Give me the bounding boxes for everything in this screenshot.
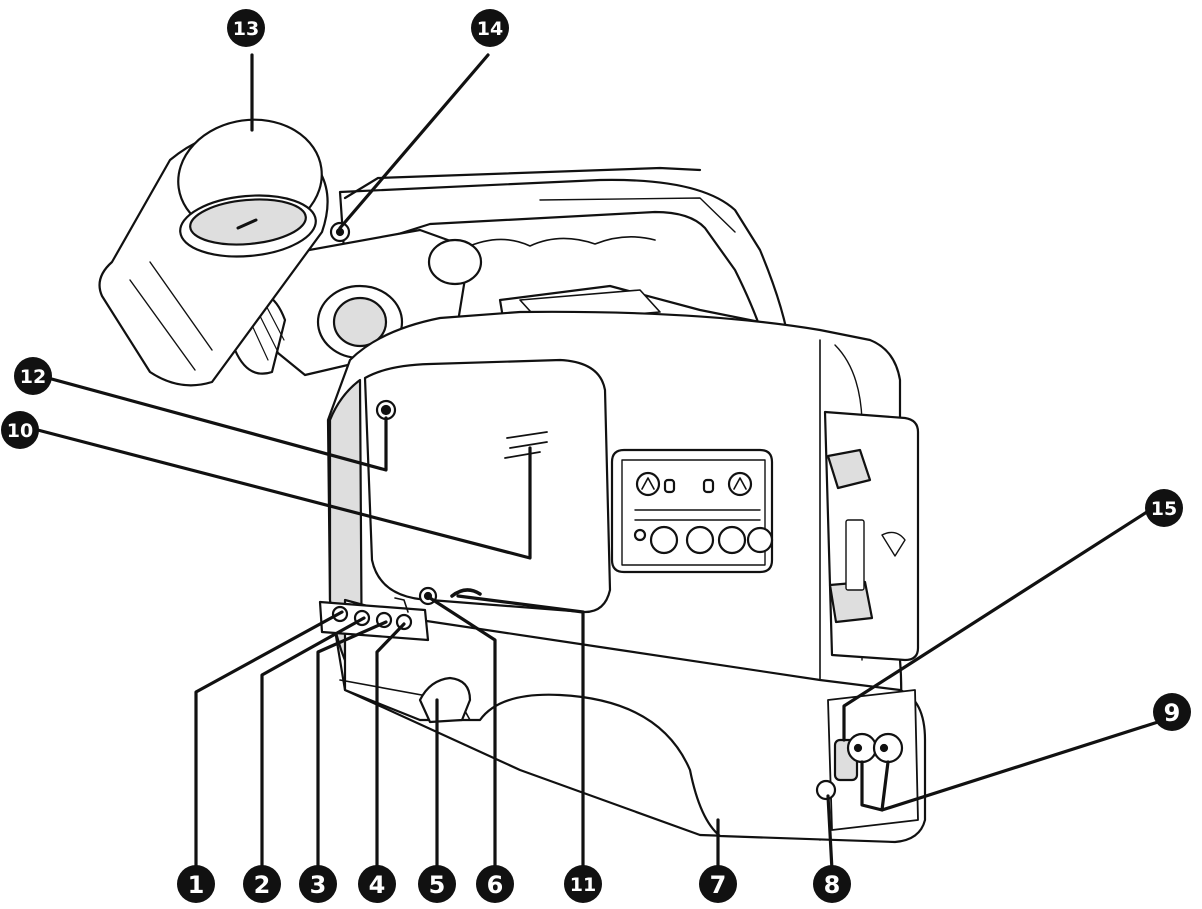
rear-connectors <box>815 689 919 831</box>
callout-number-10: 10 <box>7 420 33 442</box>
callout-badge-3 <box>299 865 337 903</box>
callout-badge-5 <box>418 865 456 903</box>
callout-number-4: 4 <box>369 871 386 899</box>
callout-11: 11 <box>564 865 602 903</box>
leader-1 <box>194 610 344 872</box>
callout-number-3: 3 <box>310 871 327 899</box>
callout-badge-4 <box>358 865 396 903</box>
callout-14: 14 <box>471 9 509 47</box>
callout-4: 4 <box>358 865 396 903</box>
callout-number-8: 8 <box>824 871 841 899</box>
callout-15: 15 <box>1145 489 1183 527</box>
callout-badge-12 <box>14 357 52 395</box>
callout-badge-7 <box>699 865 737 903</box>
callout-number-7: 7 <box>710 871 727 899</box>
battery-mount <box>823 410 920 662</box>
callout-badge-14 <box>471 9 509 47</box>
callout-5: 5 <box>418 865 456 903</box>
leader-14 <box>338 53 490 230</box>
callout-6: 6 <box>476 865 514 903</box>
callout-badge-6 <box>476 865 514 903</box>
callout-badge-2 <box>243 865 281 903</box>
callout-number-1: 1 <box>188 871 205 899</box>
callout-9: 9 <box>1153 693 1191 731</box>
callout-10: 10 <box>1 411 39 449</box>
shoulder-pad <box>339 598 927 844</box>
viewfinder-eyecup <box>98 118 329 387</box>
leader-lines <box>28 53 1160 872</box>
callout-number-12: 12 <box>20 366 46 388</box>
callout-number-11: 11 <box>570 874 596 896</box>
callout-badge-13 <box>227 9 265 47</box>
callout-number-15: 15 <box>1151 498 1177 520</box>
callout-13: 13 <box>227 9 265 47</box>
callout-7: 7 <box>699 865 737 903</box>
callout-number-13: 13 <box>233 18 259 40</box>
leader-4 <box>375 622 406 872</box>
callout-number-14: 14 <box>477 18 503 40</box>
callout-badge-8 <box>813 865 851 903</box>
callout-number-2: 2 <box>254 871 271 899</box>
callout-badge-11 <box>564 865 602 903</box>
callout-2: 2 <box>243 865 281 903</box>
leader-11 <box>456 594 585 872</box>
callout-8: 8 <box>813 865 851 903</box>
callout-badge-15 <box>1145 489 1183 527</box>
leader-9 <box>860 720 1160 812</box>
callout-12: 12 <box>14 357 52 395</box>
leader-3 <box>316 620 388 872</box>
camcorder-illustration <box>98 118 927 844</box>
leader-6 <box>428 596 497 872</box>
callout-badge-10 <box>1 411 39 449</box>
leader-12 <box>46 376 388 472</box>
callout-badge-9 <box>1153 693 1191 731</box>
callout-number-9: 9 <box>1164 699 1181 727</box>
leader-10 <box>28 426 532 560</box>
callout-number-5: 5 <box>429 871 446 899</box>
callout-3: 3 <box>299 865 337 903</box>
leader-15 <box>842 508 1152 742</box>
leader-2 <box>260 616 366 872</box>
callout-badge-1 <box>177 865 215 903</box>
leader-8 <box>826 794 834 872</box>
callout-number-6: 6 <box>487 871 504 899</box>
callout-1: 1 <box>177 865 215 903</box>
